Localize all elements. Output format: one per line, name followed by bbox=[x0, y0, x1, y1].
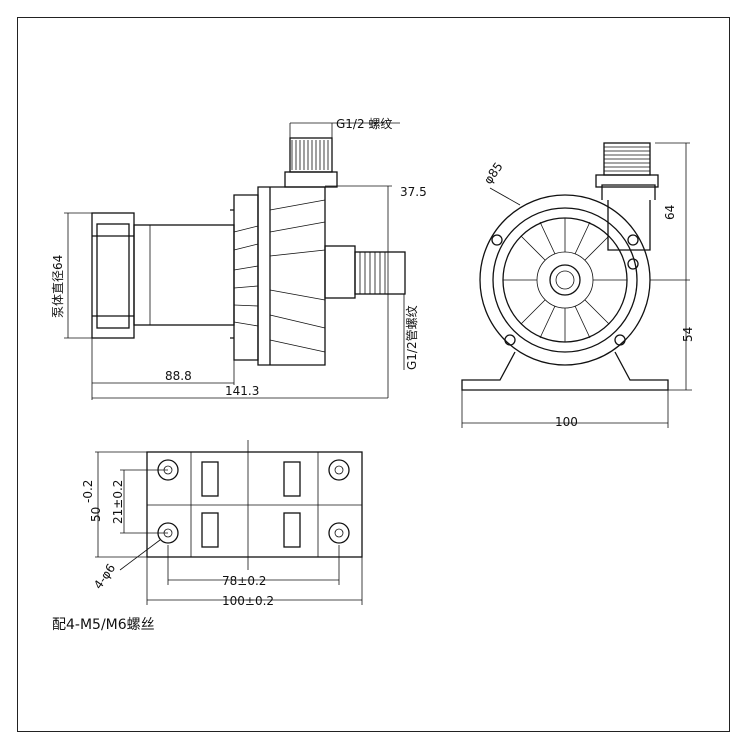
pump-diameter-label: 泵体直径64 bbox=[51, 255, 65, 318]
inlet-thread-label: G1/2管螺纹 bbox=[404, 305, 419, 370]
mount-feet bbox=[461, 351, 669, 391]
outlet-nut bbox=[284, 171, 338, 188]
side-view bbox=[64, 122, 406, 400]
inlet-center bbox=[549, 264, 581, 296]
motor-cap-inner bbox=[96, 223, 130, 329]
dim-64: 64 bbox=[663, 205, 677, 220]
dim-50-tolerance: -0.2 bbox=[81, 480, 95, 503]
inlet-nut bbox=[324, 245, 356, 299]
dim-78: 78±0.2 bbox=[222, 574, 266, 588]
dim-141-3: 141.3 bbox=[225, 384, 259, 398]
screw-note: 配4-M5/M6螺丝 bbox=[52, 617, 155, 633]
dim-54: 54 bbox=[681, 327, 695, 342]
outlet-pipe-front bbox=[601, 184, 656, 251]
dim-37-5: 37.5 bbox=[400, 185, 427, 199]
dim-100-base: 100±0.2 bbox=[222, 594, 274, 608]
dim-50: 50 bbox=[89, 507, 103, 522]
front-view bbox=[461, 142, 692, 428]
motor-flange bbox=[233, 194, 259, 361]
outlet-thread bbox=[289, 137, 333, 173]
base-view bbox=[95, 440, 363, 605]
front-diameter-label: φ85 bbox=[481, 160, 506, 187]
dim-100-front: 100 bbox=[555, 415, 578, 429]
holes-label: 4-φ6 bbox=[91, 561, 118, 592]
pump-housing bbox=[257, 186, 326, 366]
dim-88-8: 88.8 bbox=[165, 369, 192, 383]
outlet-thread-label: G1/2 螺纹 bbox=[336, 117, 392, 131]
dim-21: 21±0.2 bbox=[111, 480, 125, 524]
drawing-frame bbox=[17, 17, 730, 732]
motor-cap bbox=[91, 212, 135, 339]
motor-body bbox=[133, 224, 235, 326]
base-plate bbox=[146, 451, 363, 558]
